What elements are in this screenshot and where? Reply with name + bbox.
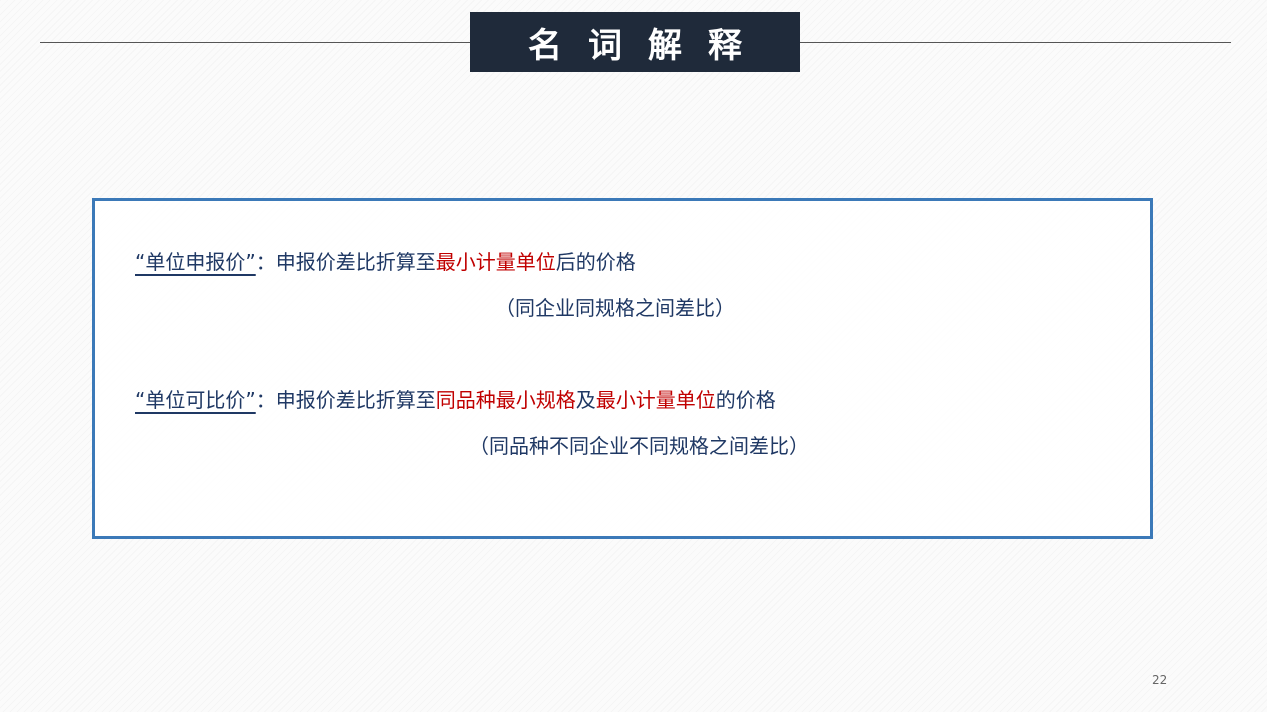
definition-2-segment-5: 的价格	[715, 388, 776, 412]
definition-box: “单位申报价”：申报价差比折算至最小计量单位后的价格 （同企业同规格之间差比） …	[92, 198, 1153, 539]
definition-2: “单位可比价”：申报价差比折算至同品种最小规格及最小计量单位的价格	[135, 387, 776, 413]
term-unit-declared-price: “单位申报价”	[135, 250, 256, 274]
definition-1-segment-3: 后的价格	[555, 250, 636, 274]
definition-2-segment-1: 申报价差比折算至	[275, 388, 436, 412]
page-title: 名词解释	[470, 12, 800, 72]
definition-1-segment-1: 申报价差比折算至	[275, 250, 436, 274]
definition-2-note: （同品种不同企业不同规格之间差比）	[469, 434, 809, 458]
colon: ：	[255, 250, 276, 274]
definition-1: “单位申报价”：申报价差比折算至最小计量单位后的价格	[135, 249, 636, 275]
title-rule-right	[800, 42, 1231, 43]
definition-1-highlight-1: 最小计量单位	[435, 250, 556, 274]
title-rule-left	[40, 42, 470, 43]
colon: ：	[255, 388, 276, 412]
definition-1-note: （同企业同规格之间差比）	[495, 296, 735, 320]
definition-2-highlight-1: 同品种最小规格	[435, 388, 576, 412]
page-number: 22	[1152, 673, 1168, 687]
definition-2-segment-3: 及	[575, 388, 596, 412]
term-unit-comparable-price: “单位可比价”	[135, 388, 256, 412]
definition-2-highlight-2: 最小计量单位	[595, 388, 716, 412]
